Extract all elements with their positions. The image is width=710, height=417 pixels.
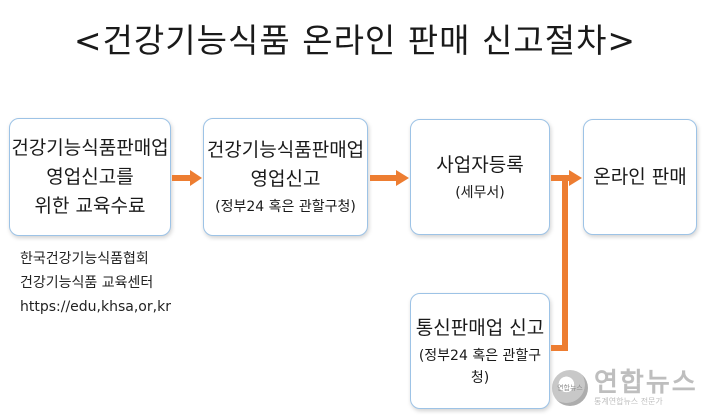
step-online-sales-box: 온라인 판매 — [583, 119, 697, 235]
step-line: 건강기능식품판매업 — [11, 136, 169, 159]
note-line: 건강기능식품 교육센터 — [20, 275, 154, 291]
watermark-text: 연합뉴스 — [594, 368, 698, 398]
connector-line — [551, 345, 568, 351]
step-mail-order-report-box: 통신판매업 신고 (정부24 혹은 관할구청) — [410, 293, 550, 409]
arrow-right-icon — [370, 170, 409, 186]
step-sub: (세무서) — [455, 184, 505, 201]
arrow-right-icon — [172, 170, 202, 186]
step-business-registration-box: 사업자등록 (세무서) — [410, 119, 550, 235]
step-business-report-box: 건강기능식품판매업 영업신고 (정부24 혹은 관할구청) — [203, 118, 368, 236]
step-line: 영업신고 — [250, 168, 321, 190]
step-education-box: 건강기능식품판매업 영업신고를 위한 교육수료 — [9, 118, 171, 236]
arrow-right-icon — [565, 170, 582, 186]
step-line: 사업자등록 — [436, 153, 524, 176]
step-line: 위한 교육수료 — [34, 194, 146, 217]
connector-line — [562, 175, 568, 351]
watermark-subtext: 통계연합뉴스 전문가 — [594, 397, 663, 406]
step-line: 건강기능식품판매업 — [206, 139, 365, 161]
news-logo-icon: 연합뉴스 — [552, 370, 588, 406]
watermark: 연합뉴스 연합뉴스 통계연합뉴스 전문가 — [552, 370, 698, 406]
connector-line — [551, 175, 565, 181]
step-sub: (정부24 혹은 관할구청) — [418, 347, 542, 386]
diagram-title: <건강기능식품 온라인 판매 신고절차> — [73, 21, 637, 60]
step-line: 영업신고를 — [46, 165, 134, 188]
note-line: 한국건강기능식품협회 — [20, 251, 149, 267]
step-line: 통신판매업 신고 — [415, 316, 545, 339]
step-line: 온라인 판매 — [593, 165, 687, 188]
education-center-note: 한국건강기능식품협회 건강기능식품 교육센터 https://edu,khsa,… — [20, 247, 171, 319]
step-sub: (정부24 혹은 관할구청) — [215, 199, 356, 215]
note-line: https://edu,khsa,or,kr — [20, 299, 171, 315]
